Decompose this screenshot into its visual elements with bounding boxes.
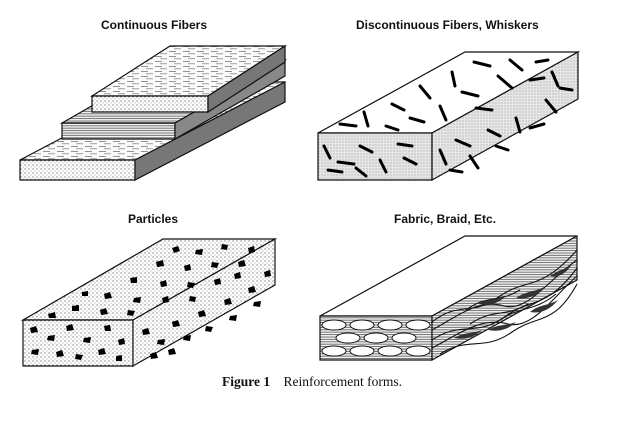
particle-block-side-face <box>132 237 276 368</box>
top-ply-side-face <box>207 44 286 114</box>
fabric-warp-tows <box>431 249 578 355</box>
panel-title-particles: Particles <box>128 212 179 226</box>
whisker-fibers <box>322 58 574 178</box>
whisker-block-front-face <box>317 132 433 181</box>
particles-illustration <box>20 237 278 368</box>
top-ply-front-face <box>91 95 209 113</box>
figure-caption: Figure 1 Reinforcement forms. <box>0 374 624 390</box>
fabric-braid-illustration <box>319 234 578 362</box>
particles <box>30 244 271 361</box>
discontinuous-fibers-illustration <box>317 50 581 182</box>
panel-title-discontinuous-fibers: Discontinuous Fibers, Whiskers <box>356 18 539 32</box>
panel-title-continuous-fibers: Continuous Fibers <box>101 18 207 32</box>
figure-caption-text: Reinforcement forms. <box>283 374 402 389</box>
fabric-weft-tows <box>321 319 431 357</box>
fabric-tow-shading <box>454 264 572 339</box>
bottom-ply-front-face <box>19 159 136 181</box>
panel-title-fabric-braid: Fabric, Braid, Etc. <box>394 212 497 226</box>
continuous-fibers-illustration <box>19 44 288 181</box>
bottom-ply-side-face <box>134 81 286 181</box>
middle-ply-front-face <box>61 122 176 140</box>
figure-caption-label: Figure 1 <box>222 374 271 389</box>
